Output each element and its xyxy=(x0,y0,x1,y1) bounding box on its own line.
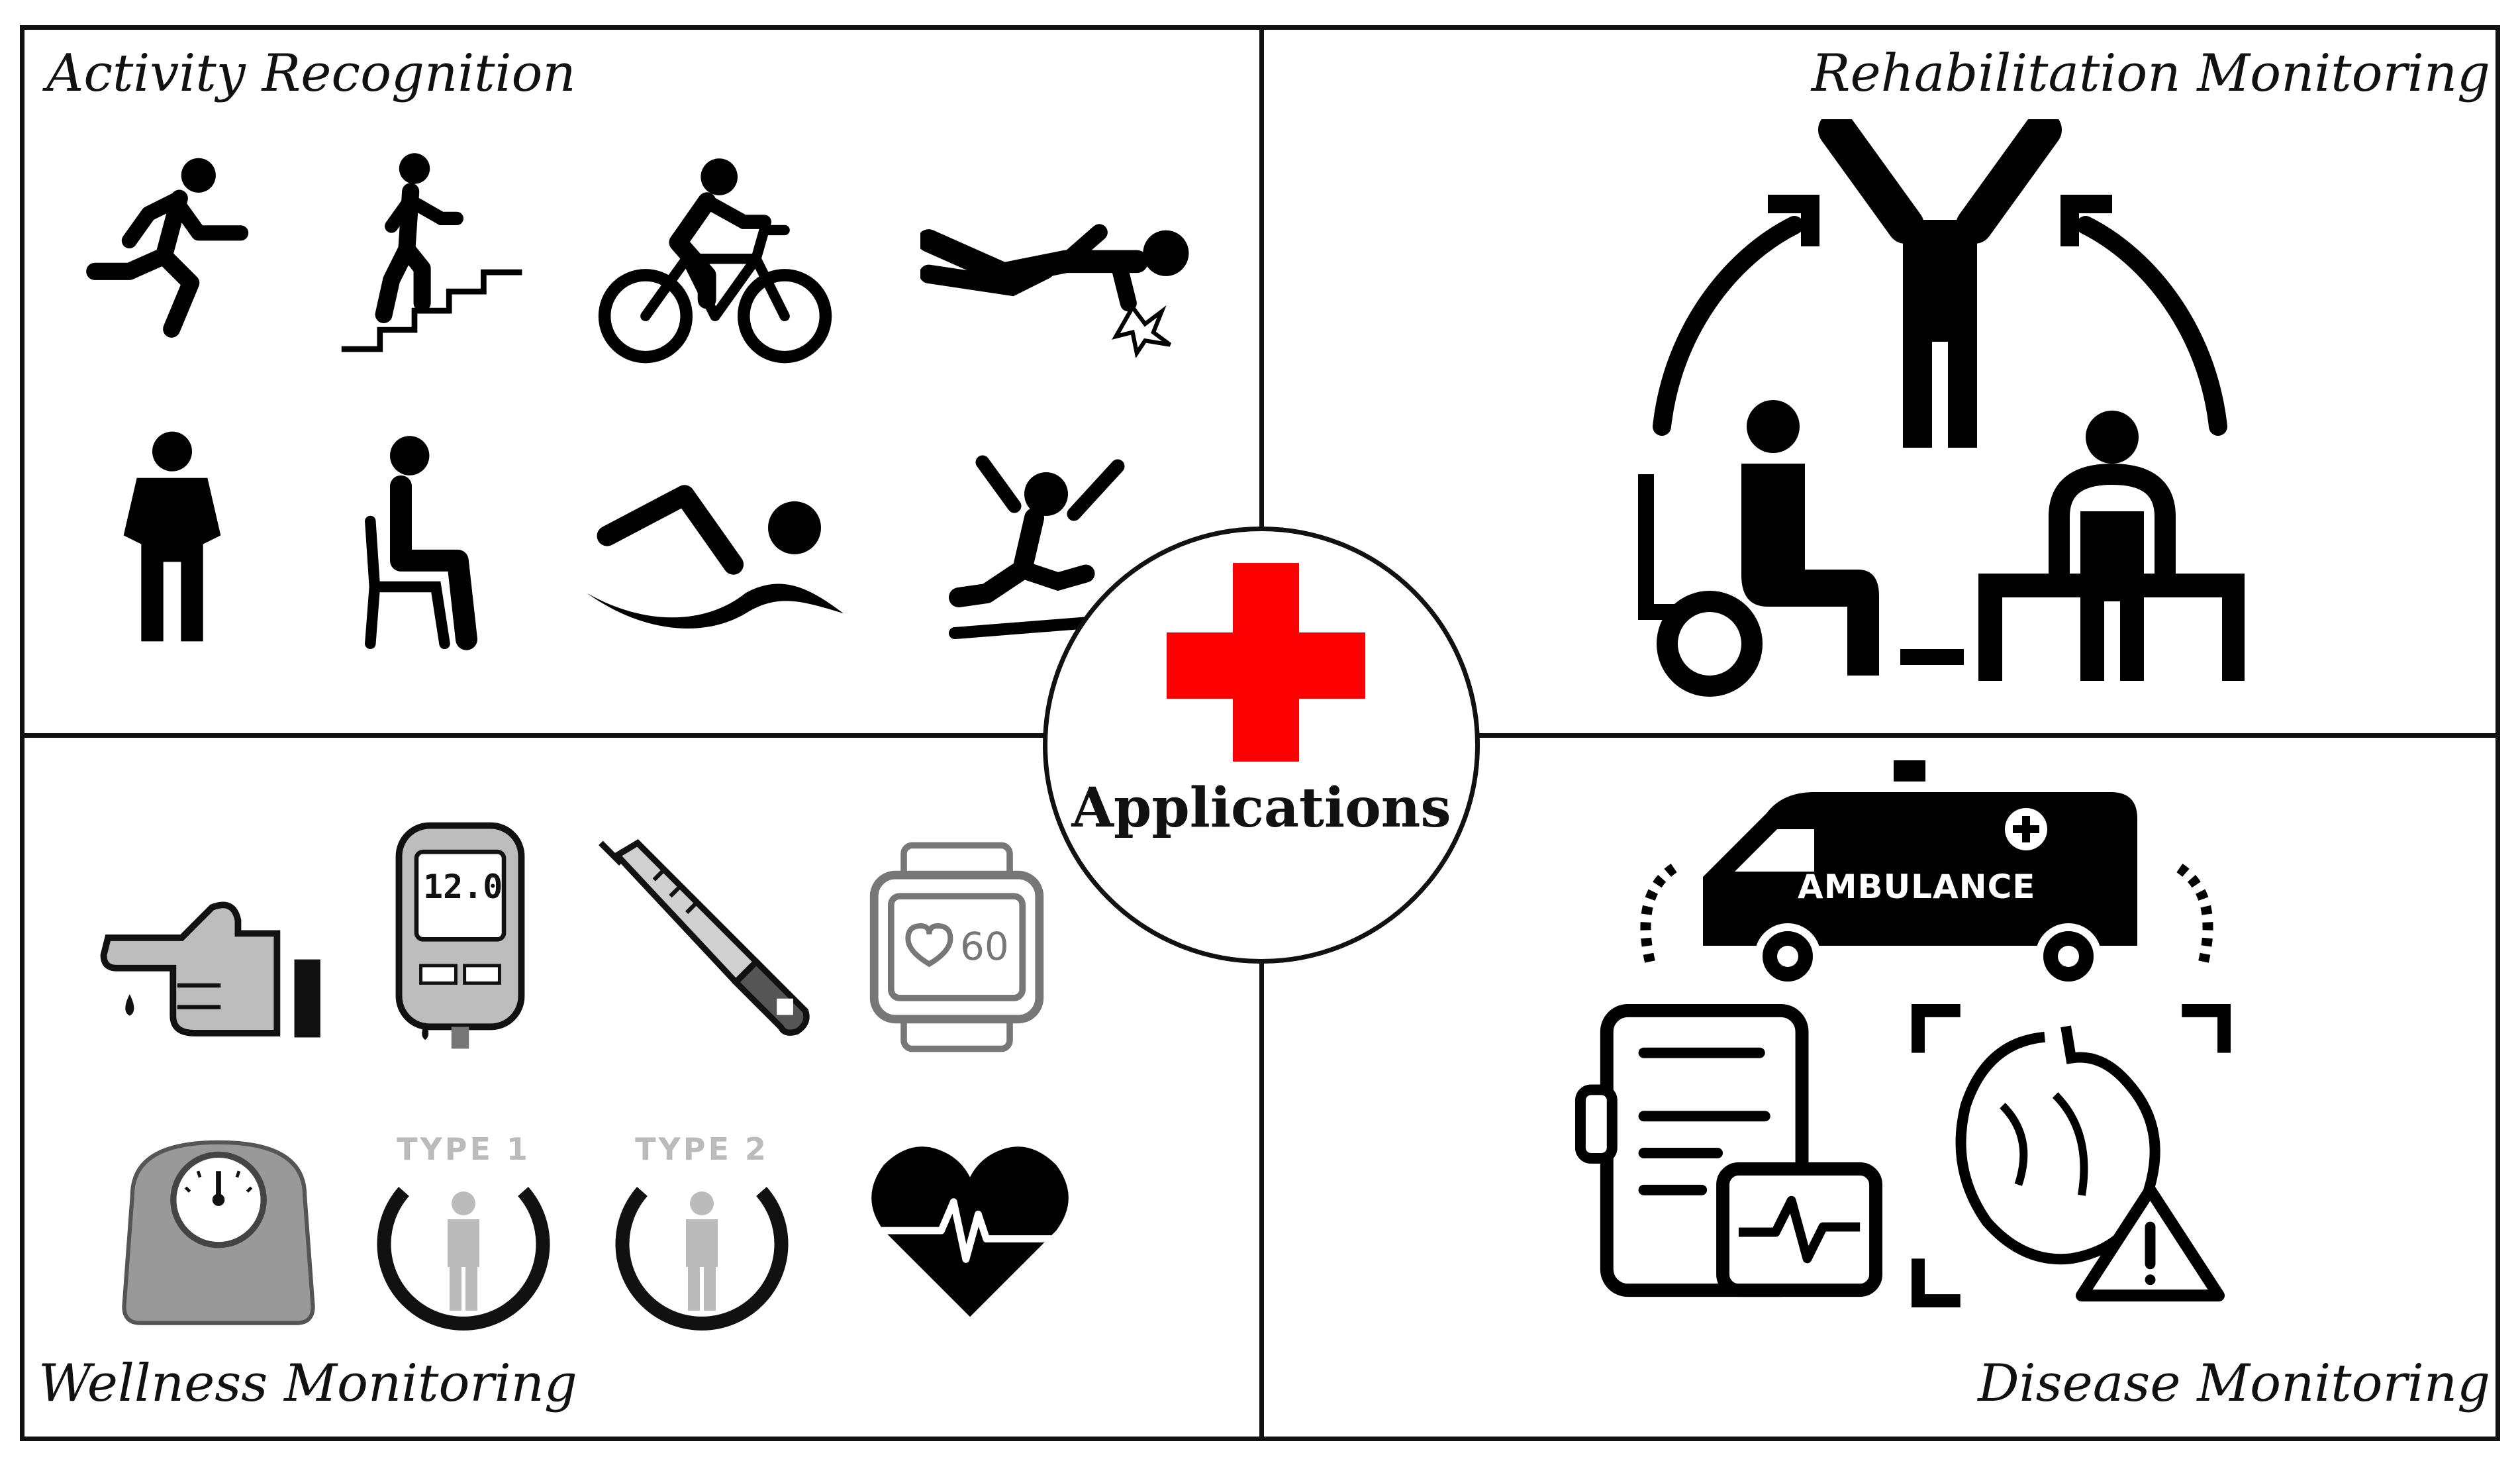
type-1-label: TYPE 1 xyxy=(397,1131,530,1167)
stair-climbing-icon xyxy=(338,149,530,361)
type-2-label: TYPE 2 xyxy=(635,1131,769,1167)
heart-warning-icon xyxy=(1907,1000,2238,1311)
insulin-pen-icon xyxy=(593,834,818,1040)
finger-prick-icon xyxy=(99,894,338,1046)
disease-monitoring-label: Disease Monitoring xyxy=(1978,1354,2490,1413)
activity-recognition-label: Activity Recognition xyxy=(46,44,576,103)
applications-label: Applications xyxy=(1071,776,1451,840)
type-2-diabetes-icon: TYPE 2 xyxy=(603,1119,801,1331)
fallen-person-icon xyxy=(920,199,1212,358)
wellness-monitoring-label: Wellness Monitoring xyxy=(38,1354,577,1413)
glucose-meter-icon: 12.0 xyxy=(394,821,526,1053)
applications-circle: Applications xyxy=(1043,527,1480,964)
swimmer-icon xyxy=(583,474,848,639)
sitting-person-icon xyxy=(354,434,513,652)
running-person-icon xyxy=(79,152,271,344)
glucose-reading: 12.0 xyxy=(423,868,503,906)
red-cross-icon xyxy=(1167,563,1365,762)
smartwatch-icon: 60 xyxy=(861,841,1053,1053)
cyclist-icon xyxy=(589,152,841,378)
rehabilitation-cycle-icon xyxy=(1635,119,2245,715)
weighing-scale-icon xyxy=(116,1126,321,1331)
ambulance-label: AMBULANCE xyxy=(1798,868,2036,906)
heartbeat-icon xyxy=(867,1136,1073,1321)
type-1-diabetes-icon: TYPE 1 xyxy=(364,1119,563,1331)
ambulance-icon: AMBULANCE xyxy=(1629,755,2225,993)
medical-report-icon xyxy=(1569,1000,1887,1311)
standing-person-icon xyxy=(106,427,238,652)
heart-rate-reading: 60 xyxy=(960,924,1009,969)
rehabilitation-monitoring-label: Rehabilitation Monitoring xyxy=(1811,44,2490,103)
